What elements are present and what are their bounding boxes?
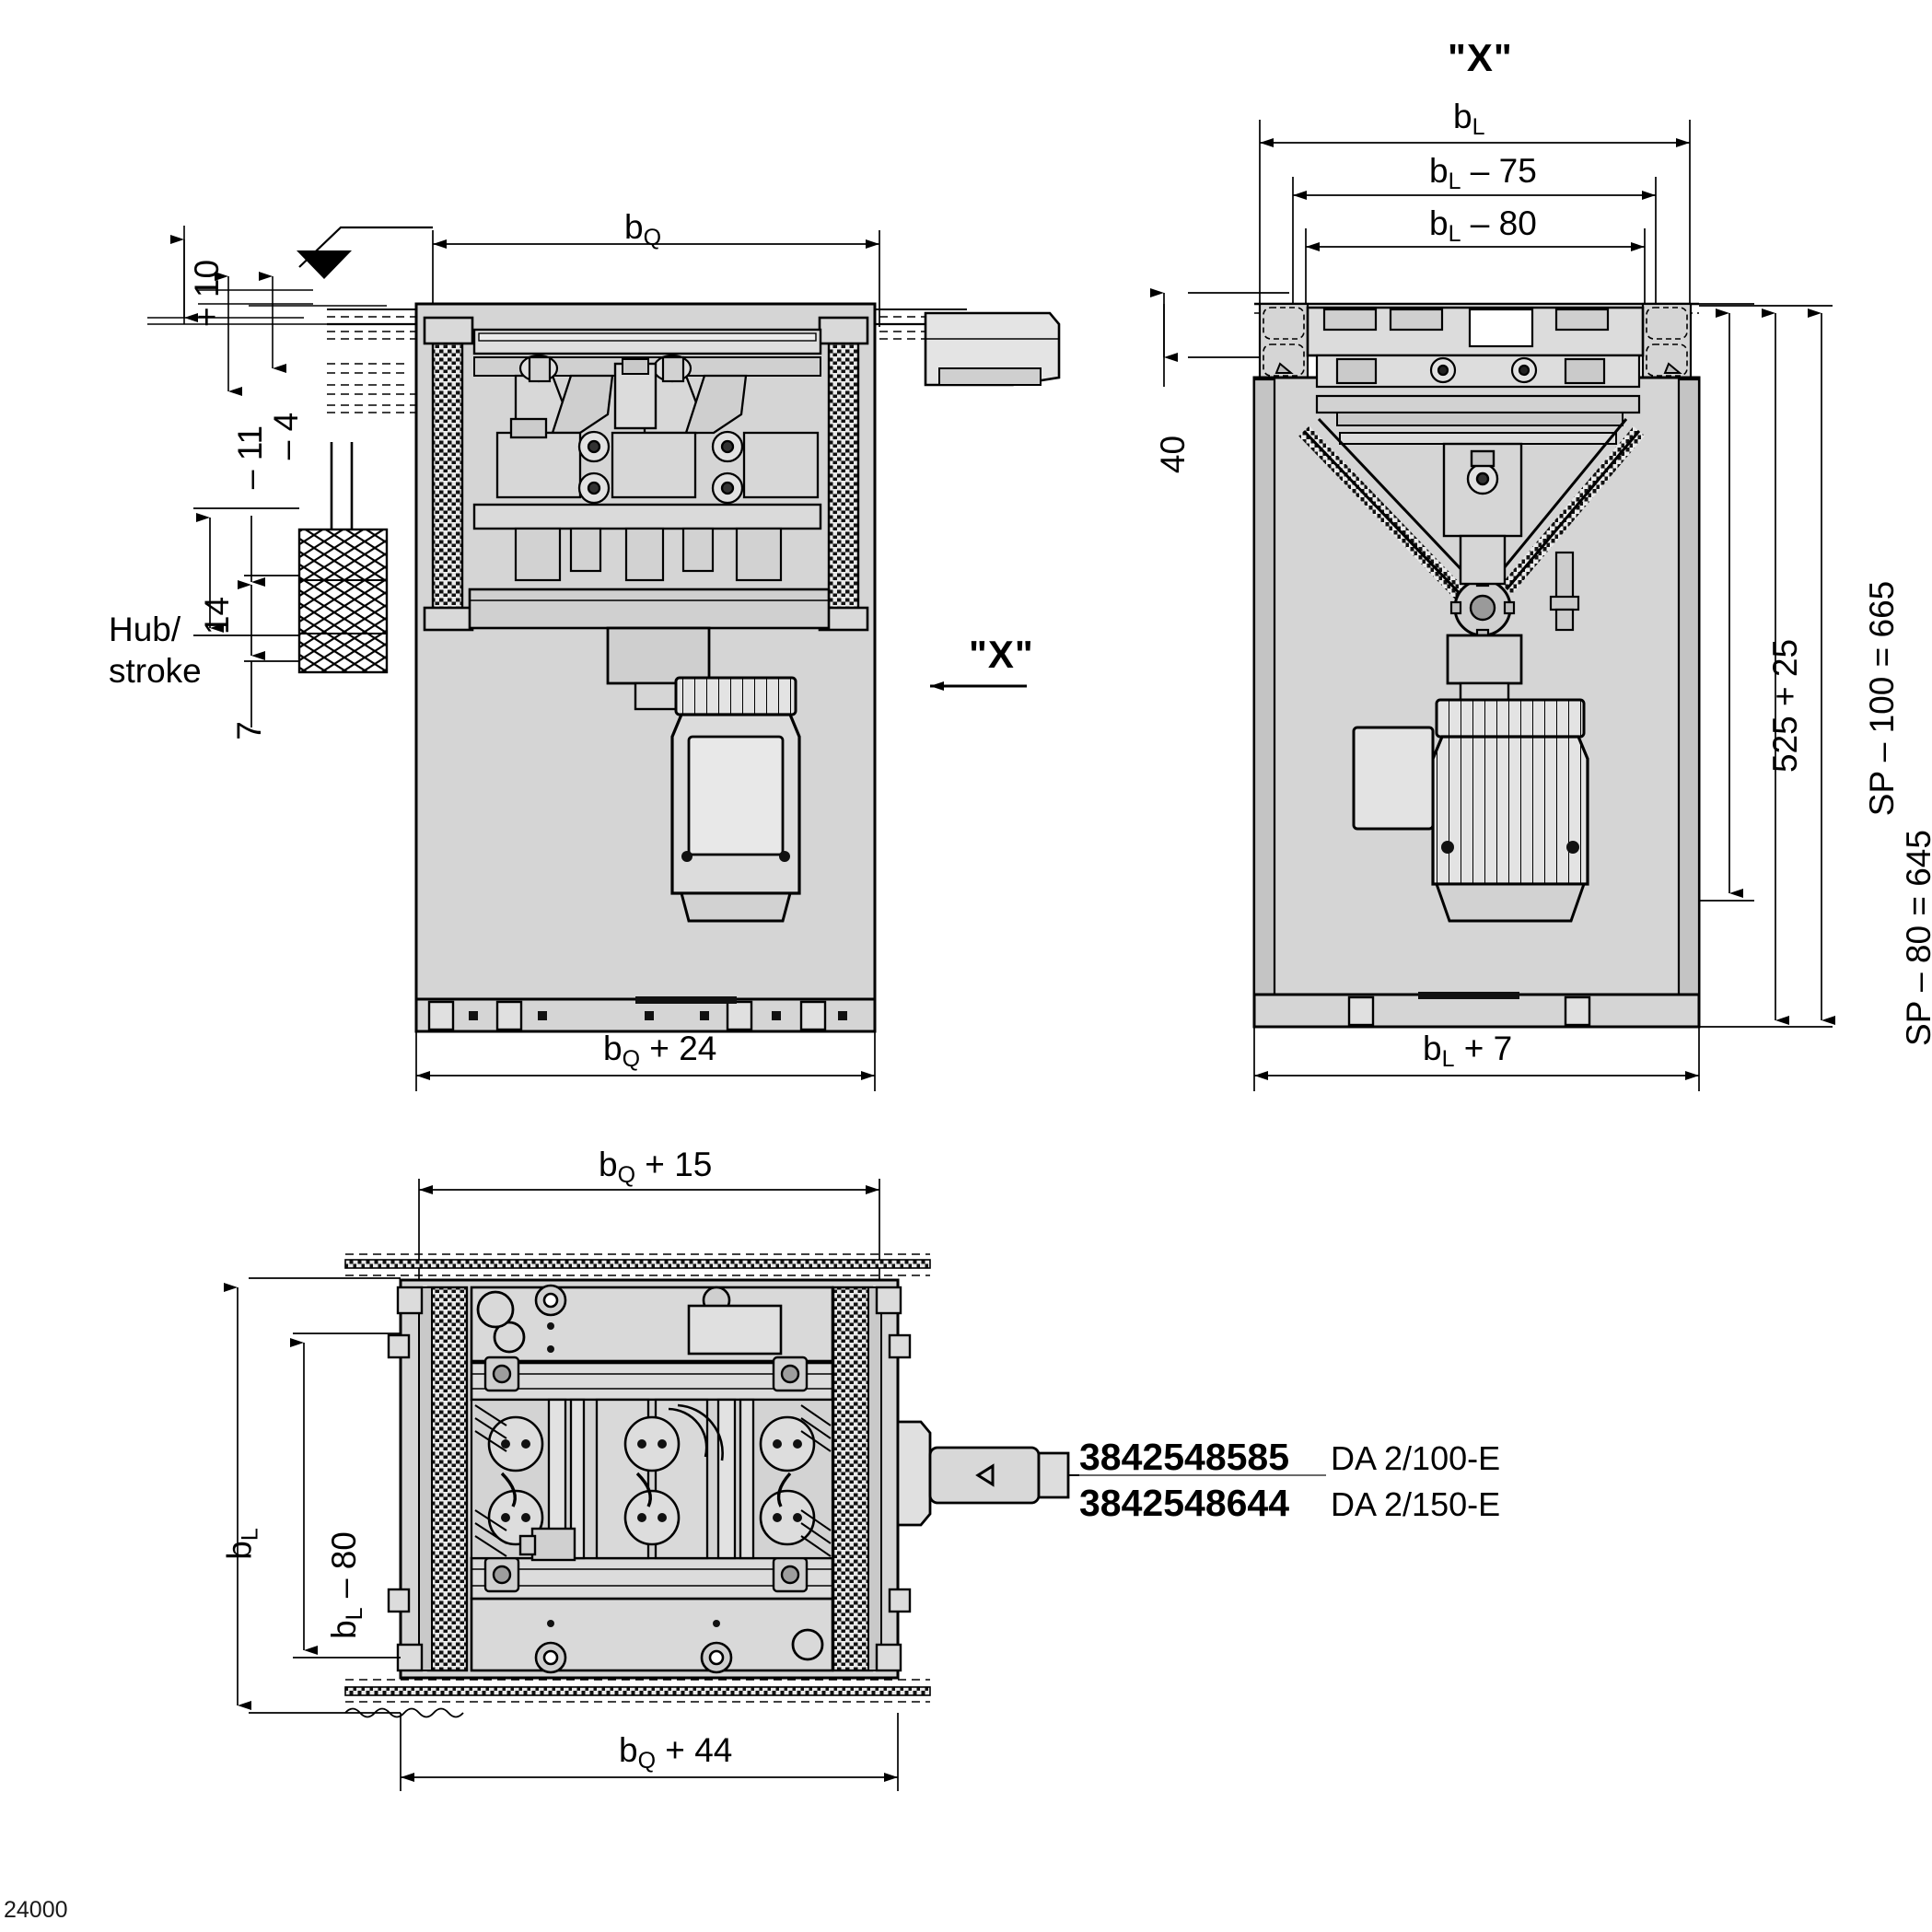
- dim-sp-minus-80: SP – 80 = 645: [1899, 830, 1932, 1046]
- part-designation-1: DA 2/100-E: [1331, 1439, 1501, 1477]
- dim-stroke-14: 14: [198, 596, 237, 635]
- part-designation-2: DA 2/150-E: [1331, 1485, 1501, 1523]
- dim-bl-plus-7: bL + 7: [1423, 1030, 1513, 1072]
- dim-bq-plus-24: bQ + 24: [603, 1030, 717, 1072]
- part-number-2: 3842548644: [1079, 1482, 1290, 1524]
- dim-bl-height: bL: [220, 1528, 263, 1560]
- dim-plus-10: + 10: [188, 259, 227, 328]
- dim-bl: bL: [1453, 98, 1485, 140]
- dim-minus-11: – 11: [231, 425, 270, 490]
- footer-code: 24000: [4, 1897, 68, 1923]
- side-view-geometry: [1150, 120, 1835, 1091]
- dim-bl-minus-80-height: bL – 80: [324, 1531, 367, 1639]
- dim-minus-4: – 4: [267, 412, 306, 460]
- dim-sp-minus-100: SP – 100 = 665: [1863, 580, 1902, 817]
- stroke-label-en: stroke: [109, 652, 202, 690]
- dim-40: 40: [1154, 435, 1193, 474]
- part-number-1: 3842548585: [1079, 1436, 1290, 1478]
- dim-bq-plus-15: bQ + 15: [599, 1146, 713, 1188]
- top-view-geometry: [224, 1179, 1326, 1791]
- front-view-geometry: [147, 226, 1061, 1091]
- stroke-label-de: Hub/: [109, 611, 181, 648]
- section-title-X: "X": [1448, 36, 1513, 79]
- section-arrow-label-X-front: "X": [969, 633, 1034, 676]
- dim-stroke-7: 7: [229, 721, 268, 740]
- dim-bl-minus-75: bL – 75: [1429, 152, 1537, 194]
- dim-525-plus-25: 525 + 25: [1766, 638, 1805, 774]
- dim-bq-plus-44: bQ + 44: [619, 1731, 733, 1774]
- dim-bq-top: bQ: [624, 208, 662, 250]
- dim-bl-minus-80: bL – 80: [1429, 204, 1537, 247]
